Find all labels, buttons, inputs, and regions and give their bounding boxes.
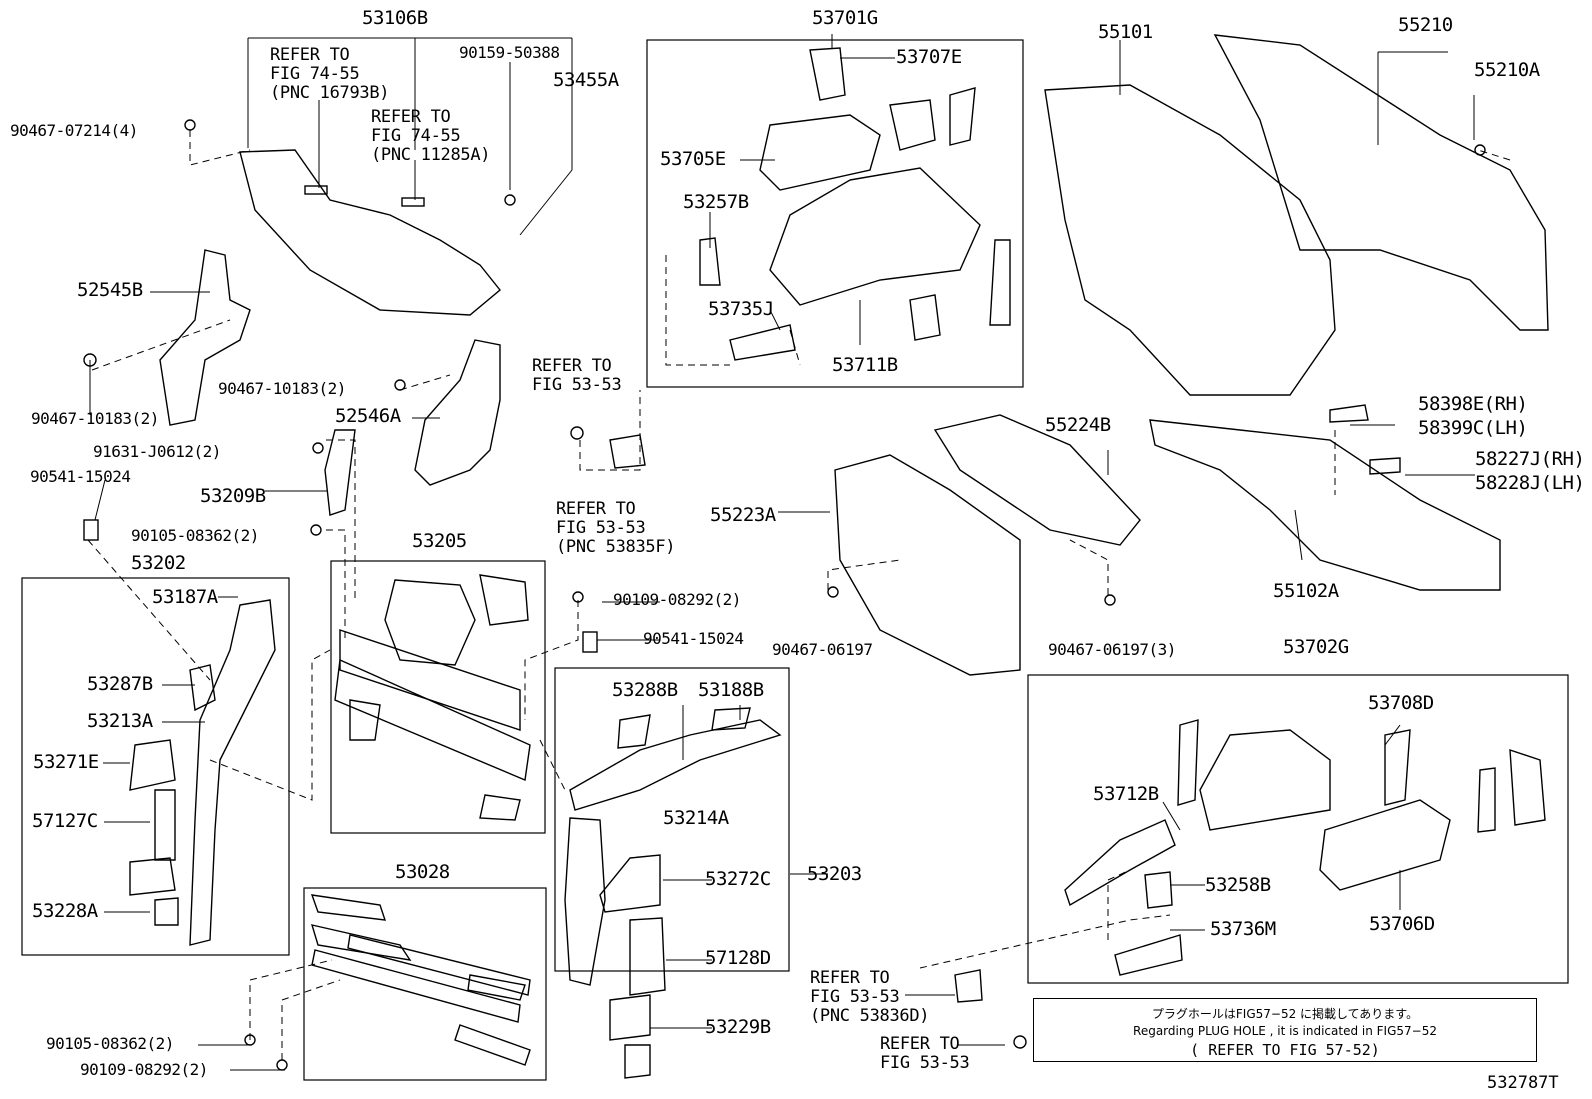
label-55210[interactable]: 55210 — [1398, 14, 1453, 36]
label-90159-50388[interactable]: 90159-50388 — [459, 43, 560, 62]
label-53711B[interactable]: 53711B — [832, 354, 898, 376]
label-53735J[interactable]: 53735J — [708, 298, 774, 320]
label-53455A[interactable]: 53455A — [553, 69, 619, 91]
label-53271E[interactable]: 53271E — [33, 751, 99, 773]
figure-id: 532787T — [1487, 1073, 1559, 1093]
label-55224B[interactable]: 55224B — [1045, 414, 1111, 436]
label-90467-06197[interactable]: 90467-06197 — [772, 640, 873, 659]
refer-fig-53-53-53835F[interactable]: REFER TO FIG 53-53 (PNC 53835F) — [556, 499, 676, 557]
label-53188B[interactable]: 53188B — [698, 679, 764, 701]
label-53707E[interactable]: 53707E — [896, 46, 962, 68]
refer-fig-74-55-11285A[interactable]: REFER TO FIG 74-55 (PNC 11285A) — [371, 107, 491, 165]
refer-fig-53-53-53836D[interactable]: REFER TO FIG 53-53 (PNC 53836D) — [810, 968, 930, 1026]
label-53209B[interactable]: 53209B — [200, 485, 266, 507]
note-reference[interactable]: ( REFER TO FIG 57-52) — [1190, 1041, 1380, 1059]
label-53706D[interactable]: 53706D — [1369, 913, 1435, 935]
label-53187A[interactable]: 53187A — [152, 586, 218, 608]
label-53708D[interactable]: 53708D — [1368, 692, 1434, 714]
label-53288B[interactable]: 53288B — [612, 679, 678, 701]
label-90467-07214[interactable]: 90467-07214(4) — [10, 121, 138, 140]
refer-fig-53-53-a[interactable]: REFER TO FIG 53-53 — [532, 356, 622, 395]
label-90105-08362-top[interactable]: 90105-08362(2) — [131, 526, 259, 545]
label-90467-06197-3[interactable]: 90467-06197(3) — [1048, 640, 1176, 659]
label-53701G[interactable]: 53701G — [812, 7, 878, 29]
leader-lines — [89, 34, 1475, 1071]
part-shapes — [83, 34, 1549, 1079]
refer-fig-53-53-b[interactable]: REFER TO FIG 53-53 — [880, 1034, 970, 1073]
label-57127C[interactable]: 57127C — [32, 810, 98, 832]
label-53272C[interactable]: 53272C — [705, 868, 771, 890]
label-58228J[interactable]: 58228J(LH) — [1475, 472, 1585, 494]
label-53106B[interactable]: 53106B — [362, 7, 428, 29]
label-53205[interactable]: 53205 — [412, 530, 467, 552]
label-52546A[interactable]: 52546A — [335, 405, 401, 427]
label-90109-08292-bottom[interactable]: 90109-08292(2) — [80, 1060, 208, 1079]
label-52545B[interactable]: 52545B — [77, 279, 143, 301]
label-53258B[interactable]: 53258B — [1205, 874, 1271, 896]
label-91631-J0612[interactable]: 91631-J0612(2) — [93, 442, 221, 461]
label-90105-08362-bottom[interactable]: 90105-08362(2) — [46, 1034, 174, 1053]
label-53202[interactable]: 53202 — [131, 552, 186, 574]
label-53712B[interactable]: 53712B — [1093, 783, 1159, 805]
label-90541-15024-mid[interactable]: 90541-15024 — [643, 629, 744, 648]
label-53214A[interactable]: 53214A — [663, 807, 729, 829]
note-english: Regarding PLUG HOLE , it is indicated in… — [1133, 1024, 1437, 1038]
label-58398E[interactable]: 58398E(RH) — [1418, 393, 1528, 415]
label-53203[interactable]: 53203 — [807, 863, 862, 885]
plug-hole-note: プラグホールはFIG57−52 に掲載してあります。 Regarding PLU… — [1033, 998, 1537, 1062]
group-boxes — [21, 39, 1569, 1081]
label-90109-08292-top[interactable]: 90109-08292(2) — [613, 590, 741, 609]
refer-fig-74-55-16793B[interactable]: REFER TO FIG 74-55 (PNC 16793B) — [270, 45, 390, 103]
label-58227J[interactable]: 58227J(RH) — [1475, 448, 1585, 470]
label-53736M[interactable]: 53736M — [1210, 918, 1276, 940]
label-90541-15024-left[interactable]: 90541-15024 — [30, 467, 131, 486]
label-53257B[interactable]: 53257B — [683, 191, 749, 213]
label-53287B[interactable]: 53287B — [87, 673, 153, 695]
label-53213A[interactable]: 53213A — [87, 710, 153, 732]
label-90467-10183-left[interactable]: 90467-10183(2) — [31, 409, 159, 428]
label-53705E[interactable]: 53705E — [660, 148, 726, 170]
label-55102A[interactable]: 55102A — [1273, 580, 1339, 602]
dashed-connectors — [87, 130, 1511, 1060]
note-japanese: プラグホールはFIG57−52 に掲載してあります。 — [1151, 1007, 1419, 1021]
label-58399C[interactable]: 58399C(LH) — [1418, 417, 1528, 439]
label-55223A[interactable]: 55223A — [710, 504, 776, 526]
label-55210A[interactable]: 55210A — [1474, 59, 1540, 81]
label-53229B[interactable]: 53229B — [705, 1016, 771, 1038]
label-53702G[interactable]: 53702G — [1283, 636, 1349, 658]
label-53028[interactable]: 53028 — [395, 861, 450, 883]
label-57128D[interactable]: 57128D — [705, 947, 771, 969]
label-90467-10183-mid[interactable]: 90467-10183(2) — [218, 379, 346, 398]
label-55101[interactable]: 55101 — [1098, 21, 1153, 43]
label-53228A[interactable]: 53228A — [32, 900, 98, 922]
